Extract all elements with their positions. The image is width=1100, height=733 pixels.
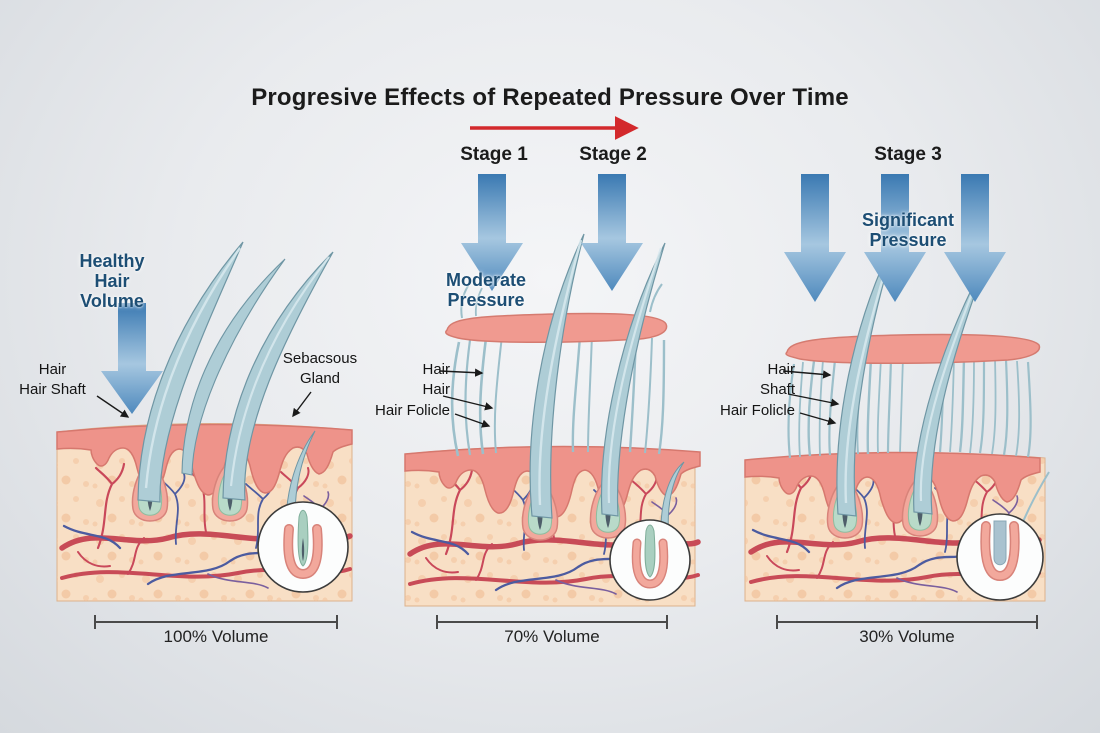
follicle-inset-healthy — [257, 501, 349, 593]
follicle-inset-moderate — [609, 519, 691, 601]
panel-moderate-art — [404, 174, 701, 629]
down-arrow-icon — [101, 303, 163, 414]
healthy-hair-volume-heading: Healthy Hair Volume — [79, 251, 145, 312]
stage-2-label: Stage 2 — [579, 144, 647, 165]
volume-100-label: 100% Volume — [163, 627, 269, 646]
pointer-line-hair-shaft — [96, 395, 130, 418]
hair-shaft-label: Hair Hair Shaft — [19, 361, 86, 399]
panel-significant-art — [744, 174, 1050, 629]
follicle-inset-significant — [956, 513, 1044, 601]
stage-1-label: Stage 1 — [460, 144, 528, 165]
volume-30-label: 30% Volume — [859, 627, 955, 646]
sebaceous-gland-label: Sebacsous Gland — [282, 350, 358, 388]
volume-bracket — [776, 615, 1038, 629]
stage-3-label: Stage 3 — [874, 144, 942, 165]
down-arrow-icon — [784, 174, 846, 302]
down-arrow-icon — [944, 174, 1006, 302]
moderate-pressure-heading: Moderate Pressure — [445, 270, 526, 311]
down-arrow-icon — [461, 174, 523, 291]
pointer-line-sebaceous — [292, 391, 312, 418]
panel-healthy-art — [56, 241, 353, 629]
down-arrow-icon — [864, 174, 926, 302]
moderate-hair-labels: Hair Hair Hair Folicle — [374, 361, 450, 419]
pointer-line-hair — [782, 370, 832, 379]
pressure-plate — [785, 333, 1041, 365]
volume-70-label: 70% Volume — [504, 627, 600, 646]
volume-bracket — [436, 615, 668, 629]
volume-bracket — [94, 615, 338, 629]
page-title: Progresive Effects of Repeated Pressure … — [251, 84, 849, 111]
down-arrow-icon — [581, 174, 643, 291]
pointer-line-hair-2 — [442, 395, 494, 411]
pointer-line-hair-1 — [439, 368, 484, 377]
pointer-line-shaft — [787, 393, 840, 407]
thick-hairs-moderate — [529, 233, 685, 538]
pointer-line-follicle — [454, 413, 491, 428]
significant-hair-labels: Hair Shaft Hair Folicle — [719, 361, 795, 419]
pointer-line-follicle — [799, 412, 837, 426]
significant-pressure-heading: Significant Pressure — [861, 210, 954, 251]
